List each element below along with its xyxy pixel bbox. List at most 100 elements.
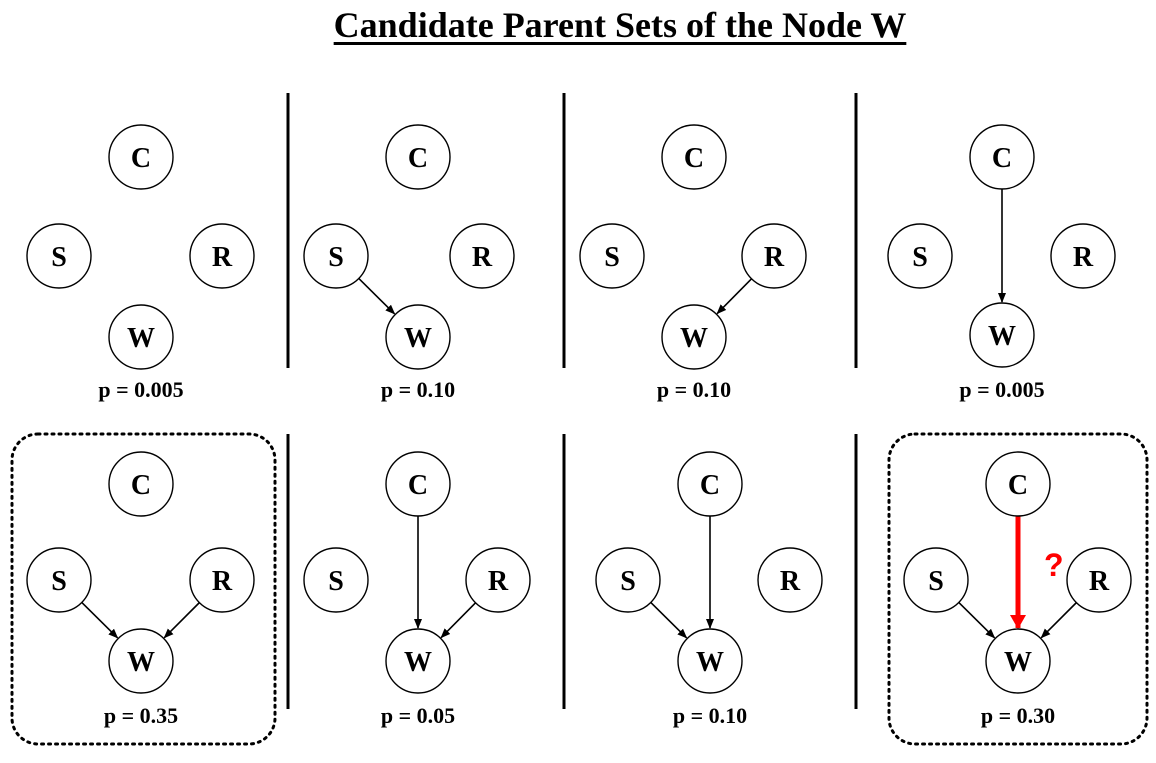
probability-label: p = 0.30 (981, 703, 1055, 728)
node-s: S (595, 547, 661, 613)
node-circle (303, 223, 369, 289)
node-label: R (212, 242, 233, 273)
node-r: R (1066, 547, 1132, 613)
node-label: W (404, 647, 432, 678)
node-circle (985, 451, 1051, 517)
edge-r-to-w (1040, 602, 1077, 639)
node-circle (661, 304, 727, 370)
node-w: W (661, 304, 727, 370)
node-label: S (912, 242, 928, 273)
node-circle (189, 223, 255, 289)
node-label: S (620, 566, 636, 597)
node-label: S (604, 242, 620, 273)
node-circle (26, 547, 92, 613)
node-circle (969, 124, 1035, 190)
node-circle (757, 547, 823, 613)
panel-separators (286, 93, 858, 709)
node-w: W (385, 304, 451, 370)
selected-parent-set-box (10, 432, 277, 746)
node-label: C (1008, 470, 1028, 501)
node-label: C (992, 143, 1012, 174)
node-label: S (51, 566, 67, 597)
edge-s-to-w (650, 601, 688, 639)
node-label: C (408, 143, 428, 174)
panel-2: C S R Wp = 0.10 (303, 124, 515, 402)
node-circle (677, 628, 743, 694)
edge-r-to-w (163, 602, 200, 639)
edge-r-to-w (716, 278, 753, 315)
node-w: W (385, 628, 451, 694)
node-r: R (465, 547, 531, 613)
node-circle (969, 302, 1035, 368)
probability-label: p = 0.005 (98, 377, 183, 402)
node-r: R (757, 547, 823, 613)
node-label: R (472, 242, 493, 273)
node-label: C (131, 143, 151, 174)
node-w: W (985, 628, 1051, 694)
node-label: W (1004, 647, 1032, 678)
node-circle (385, 124, 451, 190)
node-circle (903, 547, 969, 613)
node-label: R (488, 566, 509, 597)
node-label: W (404, 323, 432, 354)
node-label: S (51, 242, 67, 273)
edge-s-to-w (958, 601, 996, 639)
node-circle (579, 223, 645, 289)
node-w: W (677, 628, 743, 694)
probability-label: p = 0.10 (381, 377, 455, 402)
node-s: S (903, 547, 969, 613)
node-circle (677, 451, 743, 517)
panel-6: C S R Wp = 0.05 (303, 451, 531, 728)
node-s: S (579, 223, 645, 289)
node-s: S (26, 223, 92, 289)
panel-8: ? C S R Wp = 0.30 (887, 432, 1149, 746)
probability-label: p = 0.005 (959, 377, 1044, 402)
node-label: R (780, 566, 801, 597)
node-r: R (1050, 223, 1116, 289)
node-c: C (385, 124, 451, 190)
node-label: W (127, 647, 155, 678)
node-r: R (189, 223, 255, 289)
panel-1: C S R Wp = 0.005 (26, 124, 255, 402)
node-label: R (1089, 566, 1110, 597)
node-s: S (303, 547, 369, 613)
edge-s-to-w (358, 277, 396, 315)
probability-label: p = 0.10 (673, 703, 747, 728)
node-c: C (385, 451, 451, 517)
probability-label: p = 0.05 (381, 703, 455, 728)
panel-7: C S R Wp = 0.10 (595, 451, 823, 728)
node-s: S (303, 223, 369, 289)
node-label: W (696, 647, 724, 678)
node-label: C (700, 470, 720, 501)
node-c: C (108, 124, 174, 190)
node-label: R (212, 566, 233, 597)
node-c: C (108, 451, 174, 517)
node-label: S (928, 566, 944, 597)
node-w: W (108, 304, 174, 370)
node-label: S (328, 242, 344, 273)
node-label: R (1073, 242, 1094, 273)
node-label: C (408, 470, 428, 501)
edge-s-to-w (81, 601, 119, 639)
edge-r-to-w (440, 602, 477, 639)
node-circle (449, 223, 515, 289)
node-r: R (741, 223, 807, 289)
panel-5: C S R Wp = 0.35 (10, 432, 277, 746)
probability-label: p = 0.35 (104, 703, 178, 728)
node-circle (595, 547, 661, 613)
node-circle (26, 223, 92, 289)
node-label: C (684, 143, 704, 174)
node-circle (303, 547, 369, 613)
node-circle (108, 451, 174, 517)
question-mark: ? (1044, 547, 1064, 583)
node-circle (385, 451, 451, 517)
node-label: C (131, 470, 151, 501)
node-label: R (764, 242, 785, 273)
diagram-title: Candidate Parent Sets of the Node W (333, 5, 907, 45)
node-circle (661, 124, 727, 190)
node-circle (189, 547, 255, 613)
node-circle (887, 223, 953, 289)
node-label: W (988, 321, 1016, 352)
